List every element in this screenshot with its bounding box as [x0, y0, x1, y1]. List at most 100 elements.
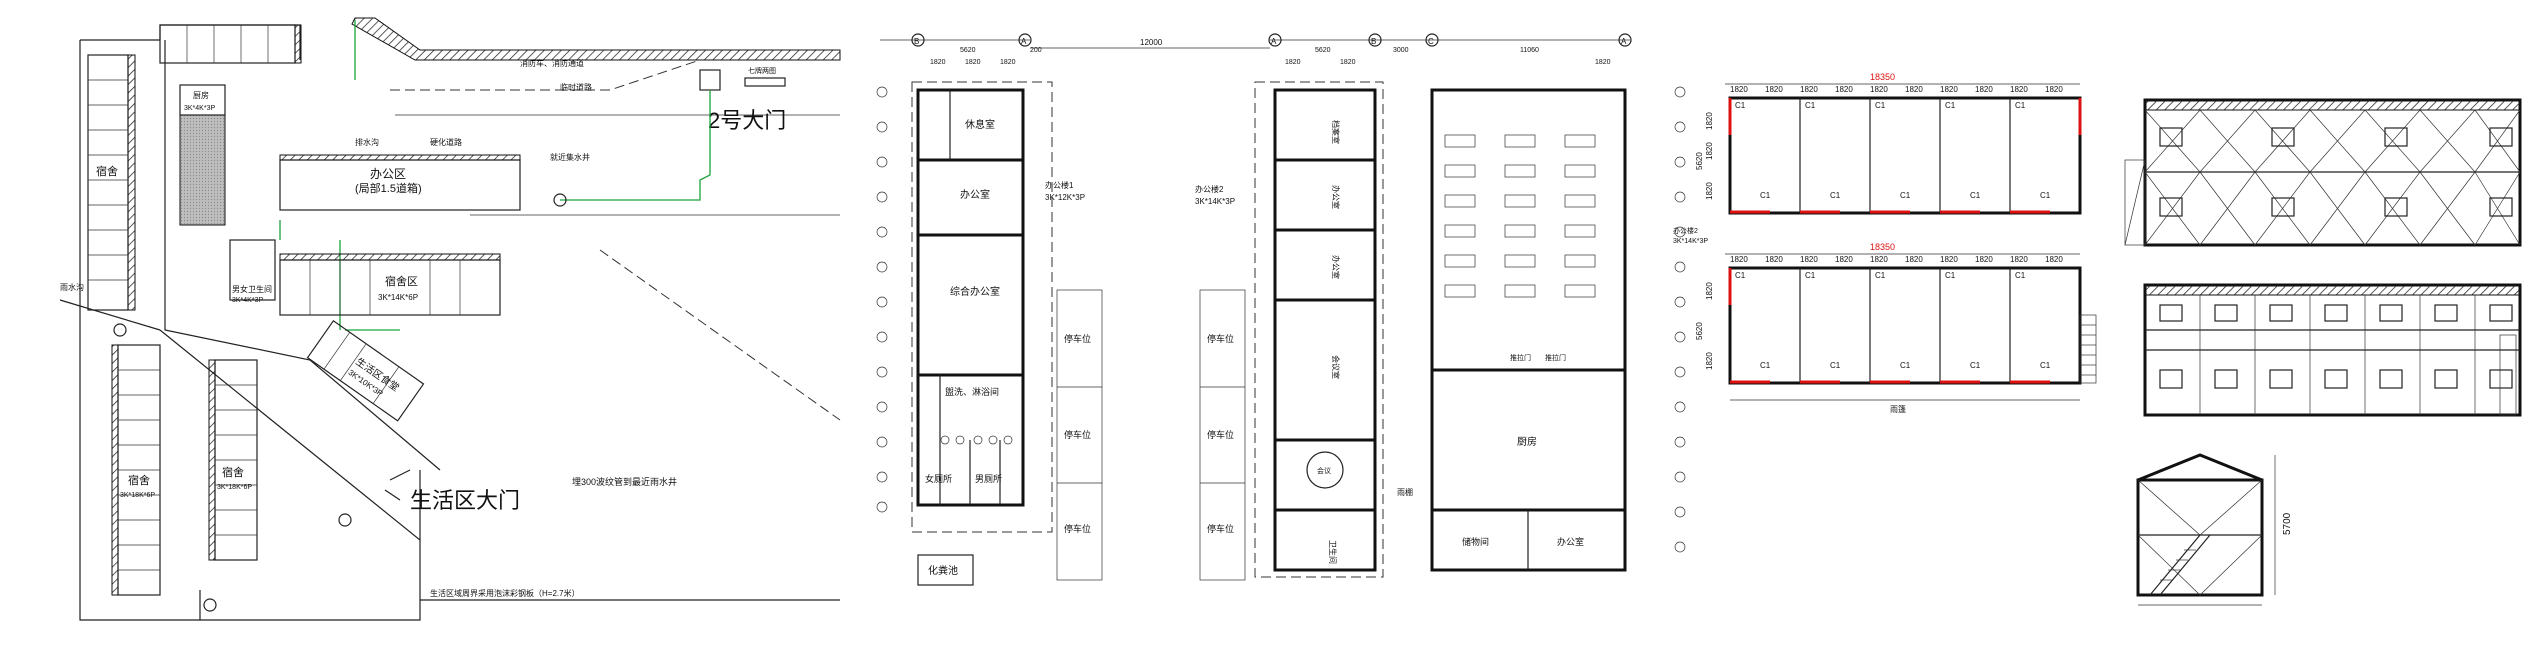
building-label-b2: 办公楼2	[1673, 226, 1698, 235]
gate-note: 七牌两图	[748, 66, 776, 75]
septic-label: 化粪池	[928, 564, 958, 577]
living-office-building: 生活区食堂 3K*10K*3P	[306, 320, 425, 422]
toilet-box	[229, 239, 276, 301]
grid-b: B	[914, 37, 919, 46]
room-general-office: 综合办公室	[950, 285, 1000, 298]
module-bottom-red-marks	[1728, 268, 2050, 384]
marker-icon	[203, 598, 217, 612]
parking-a-3: 停车位	[1064, 523, 1091, 534]
building-spec-b2: 3K*14K*3P	[1673, 238, 1708, 245]
mt-d10: 1820	[2045, 85, 2063, 94]
dim-b-6: 1820	[1595, 59, 1611, 66]
mt-d8: 1820	[1975, 85, 1993, 94]
septic-box	[917, 554, 974, 586]
parking-b	[1199, 289, 1246, 581]
site-plan: 七牌两图 2号大门 宿舍	[59, 17, 841, 621]
dim-3: 1820	[1000, 59, 1016, 66]
boundary-line	[279, 20, 400, 331]
dorm-label-br: 宿舍	[222, 465, 244, 479]
room-archive: 档案室	[1331, 120, 1341, 144]
mt-cb4: C1	[1970, 191, 1981, 200]
section-stair	[2149, 534, 2211, 596]
dim-b-5: 11060	[1520, 47, 1539, 54]
mt-side-1: 1820	[1705, 112, 1714, 130]
mt-d4: 1820	[1835, 85, 1853, 94]
boundary-right	[419, 470, 840, 601]
office-plan-a: B A 5620 1820 1820 1820 200 休息室 办公室 综合办公…	[876, 33, 1103, 586]
dim-1: 1820	[930, 59, 946, 66]
gate2-label: 2号大门	[708, 108, 786, 133]
site-boundary-hatch	[351, 17, 841, 61]
parking-a-1: 停车位	[1064, 333, 1091, 344]
mt-d6: 1820	[1905, 85, 1923, 94]
dorm-area-label: 宿舍区	[385, 274, 418, 288]
road-note: 硬化道路	[430, 137, 462, 147]
right-axis-bubbles	[1674, 86, 1686, 553]
mb-cb1: C1	[1760, 361, 1771, 370]
dining-tables	[1444, 134, 1596, 298]
kitchen-label: 厨房	[193, 90, 209, 100]
mb-d9: 1820	[2010, 255, 2028, 264]
dim-2: 1820	[965, 59, 981, 66]
room-wc-b: 卫生间	[1328, 540, 1338, 564]
mt-d2: 1820	[1765, 85, 1783, 94]
dorm-column-left	[87, 54, 129, 311]
building-label-a: 办公楼1	[1045, 180, 1074, 190]
module-stair	[2079, 314, 2097, 384]
dim-b-3: 1820	[1340, 59, 1356, 66]
diag-road	[599, 249, 841, 421]
dorm-column-left-wall	[127, 54, 136, 311]
mt-d9: 1820	[2010, 85, 2028, 94]
room-wash: 盥洗、淋浴间	[945, 386, 999, 397]
mb-d8: 1820	[1975, 255, 1993, 264]
diagonal-wall	[59, 299, 161, 331]
elevation-middle	[2143, 283, 2522, 417]
mb-cb2: C1	[1830, 361, 1841, 370]
toilet-spec: 3K*4K*3P	[232, 297, 263, 304]
fire-lane-label: 消防车、消防通道	[520, 58, 584, 68]
module-top-red-marks	[1728, 98, 2082, 214]
mb-d7: 1820	[1940, 255, 1958, 264]
elev-top-cross	[2144, 109, 2521, 246]
mt-c2: C1	[1805, 101, 1816, 110]
dorm-label-bl: 宿舍	[128, 473, 150, 487]
toilet-fixtures	[940, 435, 1013, 445]
mb-c3: C1	[1875, 271, 1886, 280]
parking-b-1: 停车位	[1207, 333, 1234, 344]
office-area-label: 办公区	[370, 166, 406, 181]
room-storage: 储物间	[1462, 536, 1489, 547]
marker-icon	[113, 323, 127, 337]
dorm-spec-br: 3K*18K*6P	[217, 484, 252, 491]
marker-icon	[553, 193, 567, 207]
elev-mid-windows	[2159, 304, 2513, 389]
water-line	[560, 90, 711, 201]
office-wall	[279, 154, 521, 161]
parking-b-3: 停车位	[1207, 523, 1234, 534]
dim-b-1: 5620	[1315, 47, 1331, 54]
meeting-table-label: 会议	[1317, 466, 1331, 475]
door-label-2: 推拉门	[1545, 353, 1566, 362]
mt-side-2: 1820	[1705, 142, 1714, 160]
mb-c2: C1	[1805, 271, 1816, 280]
marker-icon	[338, 513, 352, 527]
drain-label: 排水沟	[355, 137, 379, 147]
room-office-b1: 办公室	[1331, 185, 1341, 209]
mt-d3: 1820	[1800, 85, 1818, 94]
room-office: 办公室	[960, 188, 990, 201]
mb-c5: C1	[2015, 271, 2026, 280]
module-plan-top: 18350 1820 1820 1820 1820 1820 1820 1820…	[1695, 72, 2082, 215]
door-label-1: 推拉门	[1510, 353, 1531, 362]
grid-a: A	[1021, 37, 1027, 46]
top-building-wall	[294, 24, 302, 64]
water-well-label: 就近集水井	[550, 152, 590, 162]
mt-cb3: C1	[1900, 191, 1911, 200]
mb-side-3: 5620	[1695, 322, 1704, 340]
kitchen-spec: 3K*4K*3P	[184, 105, 215, 112]
mb-cb3: C1	[1900, 361, 1911, 370]
living-gate-mark	[384, 469, 411, 501]
mb-side-1: 1820	[1705, 282, 1714, 300]
mb-d6: 1820	[1905, 255, 1923, 264]
room-rest: 休息室	[965, 118, 995, 131]
grid-b-a2: A	[1621, 37, 1627, 46]
